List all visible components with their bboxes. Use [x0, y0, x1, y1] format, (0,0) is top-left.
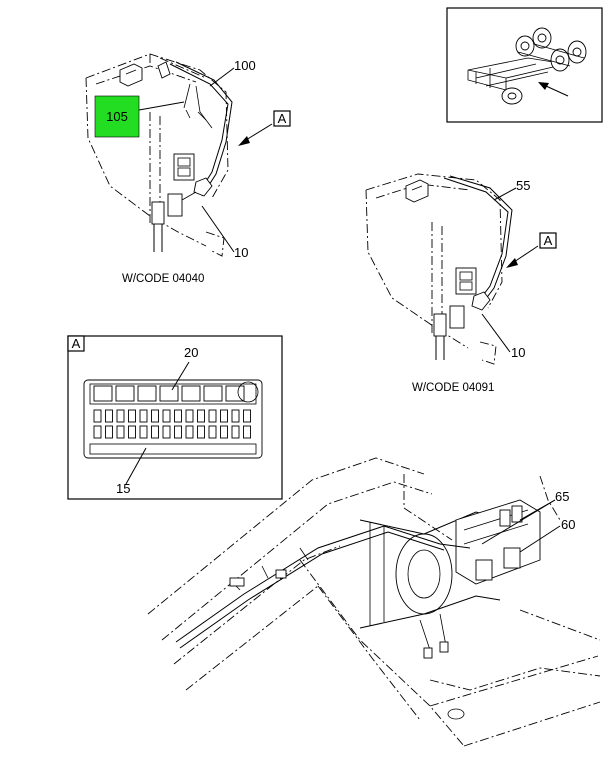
fuse-outline [162, 409, 171, 423]
caption-wcode-04091: W/CODE 04091 [412, 382, 494, 394]
fuse-outline [128, 409, 136, 423]
fuse-outline [151, 409, 159, 423]
detail-a-fuse-panel: A [67, 335, 283, 500]
callout-10-top: 10 [234, 245, 248, 260]
vehicle-locator-inset [446, 7, 603, 123]
fuse-outline [185, 425, 194, 439]
callout-65: 65 [555, 489, 569, 504]
fuse-outline [197, 425, 205, 439]
fuse-outline [116, 425, 125, 439]
view-ref-box-a-top [273, 110, 291, 127]
fuse-outline [105, 409, 113, 423]
view-floor-assembly [147, 457, 601, 747]
callout-55: 55 [516, 178, 530, 193]
view-04040 [85, 53, 233, 257]
fuse-outline [208, 425, 217, 439]
relay-outline [225, 385, 245, 402]
fuse-outline [151, 425, 159, 439]
fuse-outline [231, 425, 240, 439]
fuse-outline [231, 409, 240, 423]
relay-outline [115, 385, 135, 402]
fuse-outline [139, 409, 148, 423]
callout-20: 20 [184, 345, 198, 360]
callout-100: 100 [234, 58, 256, 73]
view-ref-a-mid: A [544, 233, 553, 248]
fuse-outline [93, 409, 102, 423]
fuse-outline [93, 425, 102, 439]
fuse-outline [208, 409, 217, 423]
fuse-outline [185, 409, 194, 423]
fuse-outline [174, 425, 182, 439]
callout-15: 15 [116, 481, 130, 496]
fuse-outline [162, 425, 171, 439]
view-04091 [365, 173, 513, 365]
view-ref-a-top: A [278, 111, 287, 126]
view-ref-box-a-mid [539, 232, 557, 249]
callout-10-mid: 10 [511, 345, 525, 360]
callout-105-highlight [94, 95, 140, 138]
callout-60: 60 [561, 517, 575, 532]
relay-outline [137, 385, 157, 402]
fuse-outline [220, 425, 228, 439]
fuse-outline [105, 425, 113, 439]
fuse-outline [116, 409, 125, 423]
fuse-outline [243, 409, 251, 423]
relay-outline [159, 385, 179, 402]
fuse-outline [197, 409, 205, 423]
relay-outline [181, 385, 201, 402]
fuse-outline [174, 409, 182, 423]
fuse-outline [243, 425, 251, 439]
view-ref-a-detail: A [72, 336, 81, 351]
fuse-outline [220, 409, 228, 423]
relay-outline [93, 385, 113, 402]
fuse-outline [128, 425, 136, 439]
relay-outline [203, 385, 223, 402]
callout-105: 105 [106, 109, 128, 124]
fuse-outline [139, 425, 148, 439]
caption-wcode-04040: W/CODE 04040 [122, 273, 204, 285]
